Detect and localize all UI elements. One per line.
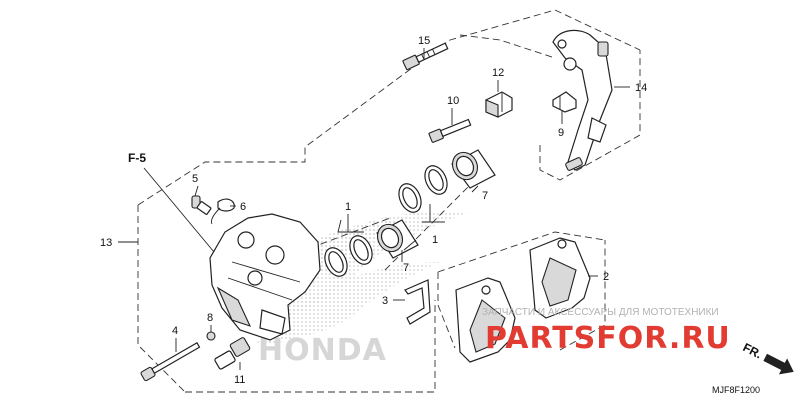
bleeder-valve-part[interactable] xyxy=(191,195,212,215)
reference-f5: F-5 xyxy=(128,151,146,165)
piston-lower-part[interactable] xyxy=(373,219,419,259)
pad-clip-part[interactable] xyxy=(552,91,577,113)
callout-leaders xyxy=(118,48,630,370)
callout-12: 12 xyxy=(492,67,504,79)
honda-wordmark: HONDA xyxy=(258,333,387,368)
callout-7-upper: 7 xyxy=(482,190,488,202)
callout-15: 15 xyxy=(418,35,430,47)
callout-2: 2 xyxy=(603,271,609,283)
callout-9: 9 xyxy=(558,127,564,139)
brake-pad-inner-part[interactable] xyxy=(529,237,591,319)
callout-4: 4 xyxy=(172,325,178,337)
watermark-caption: ЗАПЧАСТИ И АКСЕССУАРЫ ДЛЯ МОТОТЕХНИКИ xyxy=(482,307,719,318)
callout-8: 8 xyxy=(207,312,213,324)
callout-3: 3 xyxy=(382,295,388,307)
pin-plug-part[interactable] xyxy=(206,331,216,341)
pad-spring-part[interactable] xyxy=(404,279,431,325)
callout-6: 6 xyxy=(240,201,246,213)
piston-upper-part[interactable] xyxy=(448,148,496,189)
caliper-body-part[interactable] xyxy=(209,213,321,341)
callout-labels: 15 10 12 14 9 7 7 1 1 13 2 3 4 5 6 8 11 … xyxy=(100,35,647,386)
partsfor-logo: PARTSFOR.RU xyxy=(485,321,731,356)
callout-1-lower: 1 xyxy=(345,201,351,213)
slide-pin-part[interactable] xyxy=(428,118,472,143)
pin-boot-part[interactable] xyxy=(485,91,513,118)
callout-5: 5 xyxy=(192,173,198,185)
callout-13: 13 xyxy=(100,237,112,249)
direction-label: FR. xyxy=(741,340,765,361)
seal-set-lower-part[interactable] xyxy=(321,232,377,280)
seal-set-upper-part[interactable] xyxy=(395,162,452,216)
callout-10: 10 xyxy=(447,95,459,107)
callout-1-upper: 1 xyxy=(432,234,438,246)
callout-14: 14 xyxy=(635,82,647,94)
pad-pin-part[interactable] xyxy=(140,341,201,382)
pin-bolt-part[interactable] xyxy=(214,337,251,370)
brake-pad-outer-part[interactable] xyxy=(455,277,516,363)
arrow-right-icon xyxy=(763,353,794,375)
callout-7-lower: 7 xyxy=(403,262,409,274)
diagram-code: MJF8F1200 xyxy=(712,385,760,395)
callout-11: 11 xyxy=(234,374,245,386)
caliper-bracket-part[interactable] xyxy=(552,29,613,171)
bleeder-cap-part[interactable] xyxy=(211,198,235,225)
front-direction-arrow: FR. xyxy=(741,340,794,375)
